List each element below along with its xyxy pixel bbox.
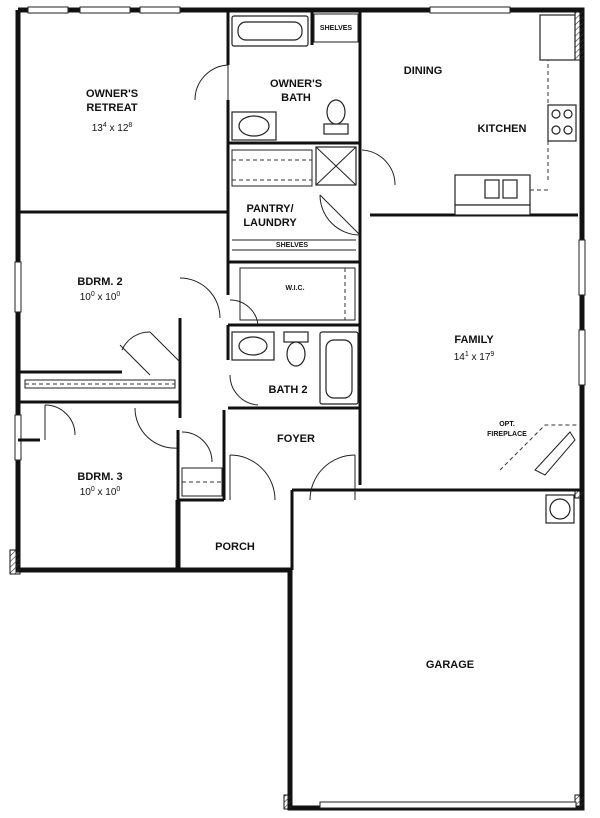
room-labels: OWNER'S RETREAT 134 x 128 OWNER'S BATH S…: [77, 25, 527, 671]
bdrm2-label: BDRM. 2: [77, 276, 122, 288]
pantry-label: PANTRY/: [246, 203, 293, 215]
bath2-label: BATH 2: [269, 384, 308, 396]
owners-bath-label-2: BATH: [281, 92, 311, 104]
shelves-pantry-label: SHELVES: [276, 242, 308, 249]
owners-bath-label: OWNER'S: [270, 78, 322, 90]
fireplace-label: OPT.: [499, 421, 515, 428]
bdrm3-label: BDRM. 3: [77, 471, 122, 483]
fixtures: [231, 14, 577, 524]
owners-retreat-dims: 134 x 128: [92, 122, 133, 134]
shelves-top-label: SHELVES: [320, 25, 352, 32]
foyer-label: FOYER: [277, 433, 315, 445]
bdrm3-dims: 100 x 100: [80, 486, 121, 498]
garage-label: GARAGE: [426, 659, 474, 671]
pantry-label-2: LAUNDRY: [243, 217, 297, 229]
wic-label: W.I.C.: [285, 285, 304, 292]
dining-label: DINING: [404, 65, 443, 77]
owners-retreat-label-2: RETREAT: [86, 102, 137, 114]
bdrm2-dims: 100 x 100: [80, 291, 121, 303]
fireplace-label-2: FIREPLACE: [487, 431, 527, 438]
kitchen-label: KITCHEN: [478, 123, 527, 135]
owners-retreat-label: OWNER'S: [86, 88, 138, 100]
interior-walls: [18, 12, 580, 570]
family-label: FAMILY: [454, 334, 494, 346]
porch-label: PORCH: [215, 541, 255, 553]
doors: [44, 64, 396, 501]
windows: [14, 6, 586, 809]
family-dims: 141 x 179: [454, 351, 495, 363]
